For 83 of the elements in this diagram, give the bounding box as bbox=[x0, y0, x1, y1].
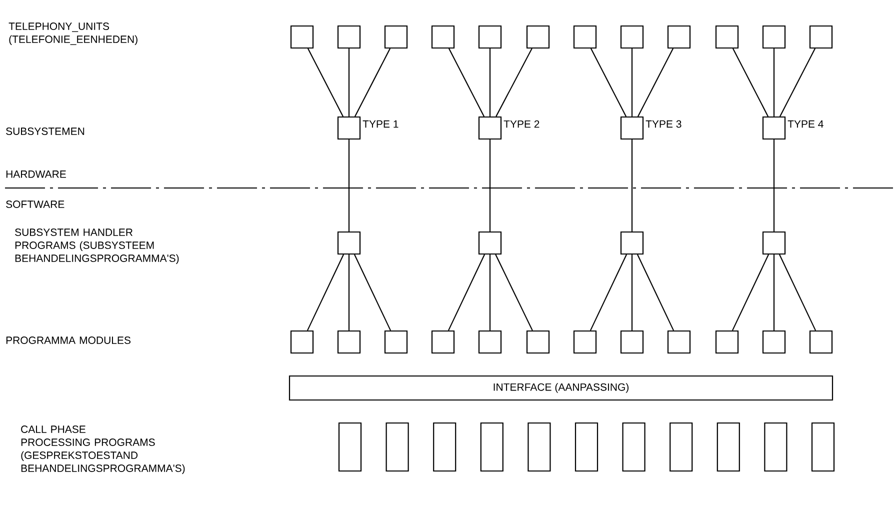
connector-line bbox=[306, 254, 344, 331]
connector-line bbox=[773, 254, 775, 330]
tall-box bbox=[764, 422, 788, 472]
square-box bbox=[620, 116, 644, 140]
square-box bbox=[384, 330, 408, 354]
side-label: TELEPHONY_UNITS (TELEFONIE_EENHEDEN) bbox=[8, 22, 138, 46]
connector-line bbox=[348, 140, 350, 232]
square-box bbox=[809, 25, 833, 49]
square-box bbox=[620, 25, 644, 49]
square-box bbox=[762, 231, 786, 255]
side-label: SOFTWARE bbox=[6, 200, 64, 208]
connector-line bbox=[590, 48, 627, 117]
square-box bbox=[290, 330, 314, 354]
square-box bbox=[478, 231, 502, 255]
tall-box bbox=[574, 422, 598, 472]
type-label: TYPE 3 bbox=[646, 120, 682, 128]
tall-box bbox=[716, 422, 740, 472]
connector-line bbox=[489, 48, 491, 116]
interface-bar: INTERFACE (AANPASSING) bbox=[288, 375, 834, 401]
type-label: TYPE 2 bbox=[504, 120, 540, 128]
square-box bbox=[384, 25, 408, 49]
square-box bbox=[337, 25, 361, 49]
connector-line bbox=[496, 48, 532, 117]
tall-box bbox=[433, 422, 456, 472]
square-box bbox=[620, 231, 644, 255]
tall-box bbox=[670, 422, 693, 472]
side-label: PROGRAMMA MODULES bbox=[6, 336, 130, 344]
side-label: SUBSYSTEMEN bbox=[6, 128, 84, 135]
tall-box bbox=[386, 422, 409, 472]
connector-line bbox=[779, 48, 816, 117]
side-label: CALL PHASE PROCESSING PROGRAMS (GESPREKSTOESTAND BEHANDELINGSPROGRAMMA'S) bbox=[21, 426, 185, 474]
square-box bbox=[337, 116, 361, 140]
type-label: TYPE 1 bbox=[362, 120, 398, 128]
square-box bbox=[526, 330, 550, 354]
square-box bbox=[809, 330, 833, 354]
connector-line bbox=[448, 254, 486, 331]
square-box bbox=[620, 330, 644, 354]
connector-line bbox=[489, 140, 491, 232]
connector-line bbox=[307, 48, 344, 117]
connector-line bbox=[354, 254, 392, 331]
square-box bbox=[337, 330, 361, 354]
tall-box bbox=[480, 422, 504, 472]
square-box bbox=[667, 25, 691, 49]
square-box bbox=[762, 25, 786, 49]
square-box bbox=[478, 25, 502, 49]
square-box bbox=[667, 330, 691, 354]
square-box bbox=[290, 25, 314, 49]
connector-line bbox=[631, 254, 633, 330]
square-box bbox=[762, 116, 786, 140]
square-box bbox=[573, 25, 597, 49]
connector-line bbox=[348, 48, 350, 116]
connector-line bbox=[778, 254, 816, 331]
tall-box bbox=[622, 422, 646, 472]
square-box bbox=[762, 330, 786, 354]
square-box bbox=[431, 330, 455, 354]
connector-line bbox=[489, 254, 491, 330]
connector-line bbox=[448, 48, 485, 117]
connector-line bbox=[631, 48, 633, 116]
type-label: TYPE 4 bbox=[788, 120, 824, 128]
square-box bbox=[478, 116, 502, 140]
tall-box bbox=[338, 422, 362, 472]
tall-box bbox=[811, 422, 835, 472]
square-box bbox=[526, 25, 550, 49]
connector-line bbox=[631, 140, 633, 232]
connector-line bbox=[637, 254, 674, 331]
connector-line bbox=[732, 48, 769, 117]
square-box bbox=[715, 25, 739, 49]
connector-line bbox=[773, 48, 775, 116]
tall-box bbox=[528, 422, 551, 472]
connector-line bbox=[354, 48, 391, 117]
square-box bbox=[573, 330, 597, 354]
connector-line bbox=[590, 254, 628, 331]
connector-line bbox=[732, 254, 770, 331]
side-label: SUBSYSTEM HANDLER PROGRAMS (SUBSYSTEEM BEHANDELINGSPROGRAMMA'S) bbox=[15, 228, 179, 264]
connector-line bbox=[637, 48, 674, 117]
connector-line bbox=[495, 254, 533, 331]
square-box bbox=[715, 330, 739, 354]
side-label: HARDWARE bbox=[6, 170, 66, 178]
square-box bbox=[478, 330, 502, 354]
square-box bbox=[337, 231, 361, 255]
connector-line bbox=[348, 254, 350, 330]
square-box bbox=[431, 25, 455, 49]
connector-line bbox=[773, 140, 775, 232]
